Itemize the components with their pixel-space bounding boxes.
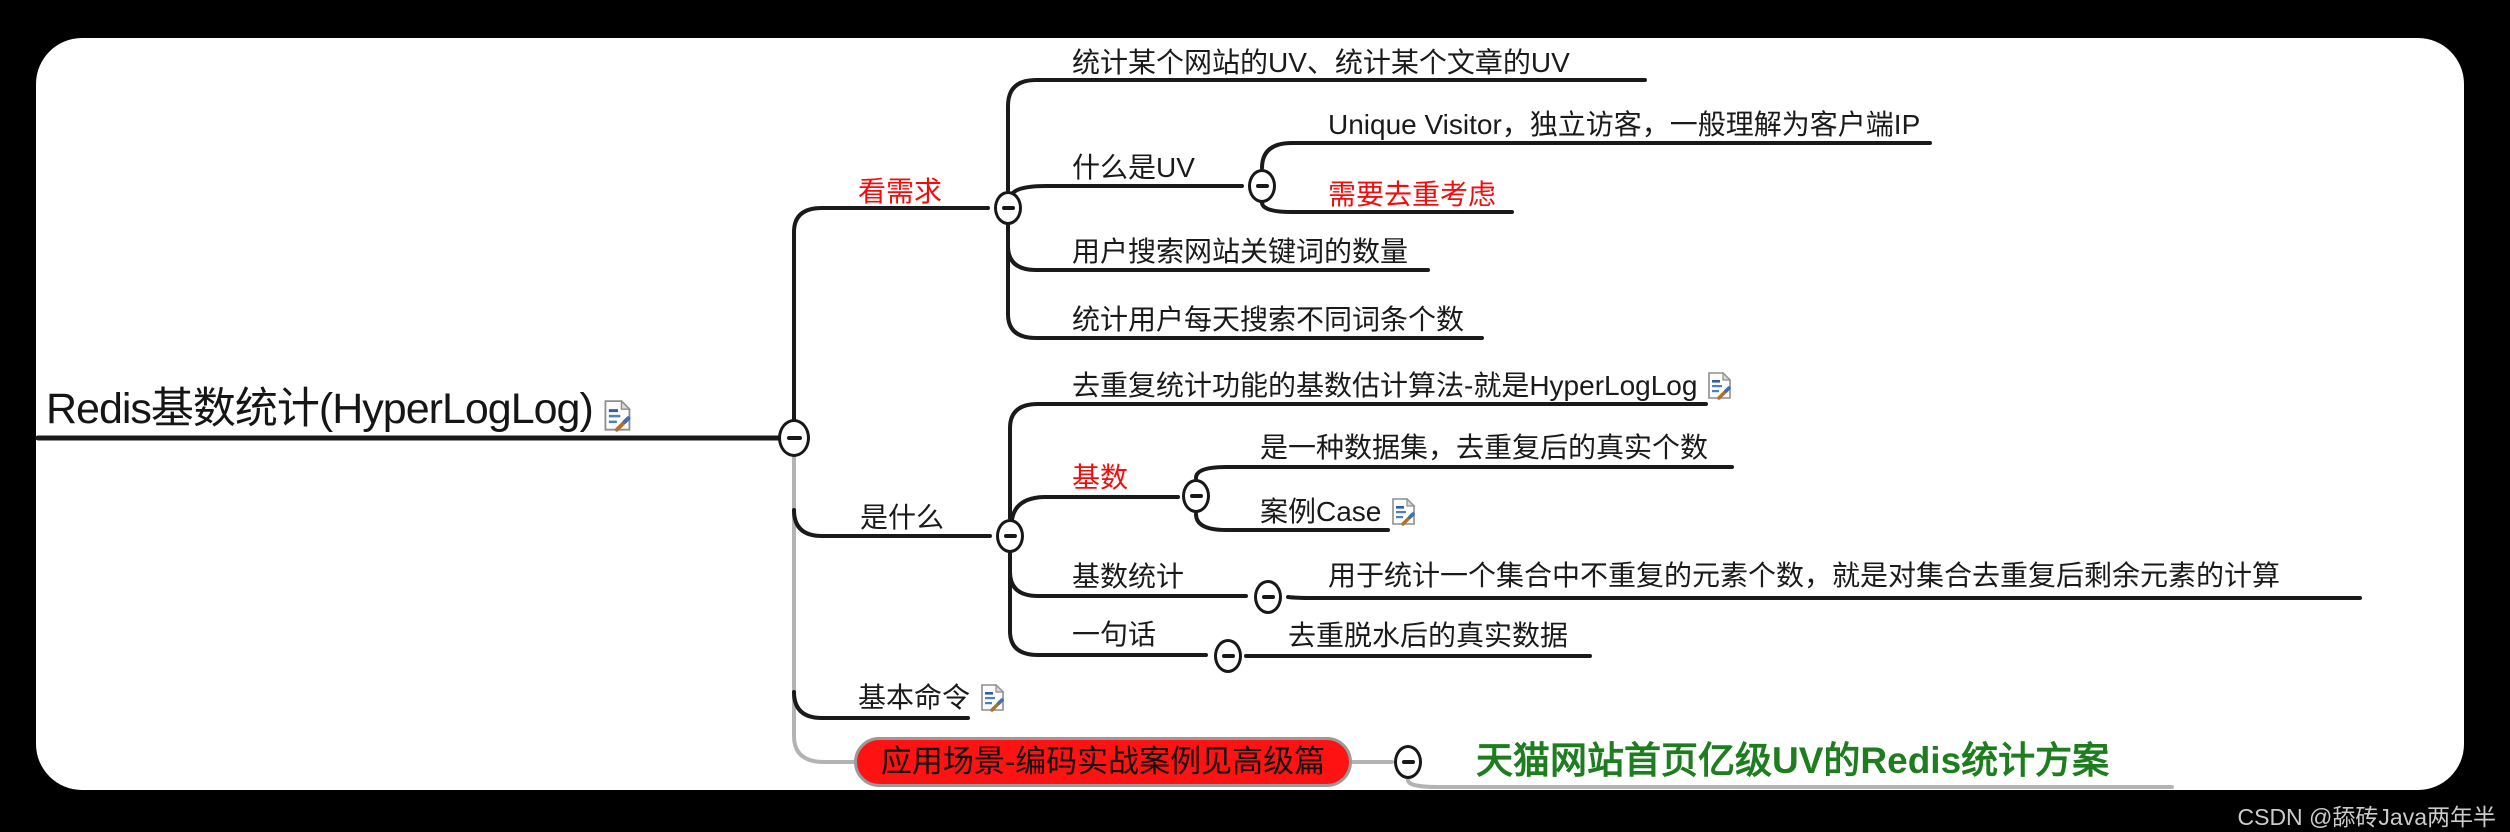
node-label: 一句话 (1072, 619, 1157, 650)
minus-icon (786, 436, 802, 440)
node-cardinality-stat-def[interactable]: 用于统计一个集合中不重复的元素个数，就是对集合去重复后剩余元素的计算 (1328, 560, 2280, 592)
node-what-is-uv[interactable]: 什么是UV (1072, 152, 1195, 184)
collapse-button-cardinality-stat[interactable] (1254, 580, 1282, 614)
note-icon[interactable] (1707, 371, 1733, 400)
collapse-button-one-sentence[interactable] (1214, 639, 1242, 673)
node-cardinality-stat[interactable]: 基数统计 (1072, 561, 1184, 593)
note-icon[interactable] (603, 394, 633, 432)
node-what-is-it[interactable]: 是什么 (860, 502, 944, 534)
node-case[interactable]: 案例Case (1260, 496, 1417, 528)
node-see-demand[interactable]: 看需求 (858, 176, 942, 208)
collapse-button-see-demand[interactable] (994, 191, 1022, 225)
collapse-button-what-is-it[interactable] (996, 519, 1024, 553)
node-dataset-def[interactable]: 是一种数据集，去重复后的真实个数 (1260, 432, 1708, 464)
node-search-keywords[interactable]: 用户搜索网站关键词的数量 (1072, 236, 1408, 268)
node-label: 天猫网站首页亿级UV的Redis统计方案 (1476, 740, 2110, 781)
node-one-sentence[interactable]: 一句话 (1072, 619, 1156, 651)
node-dedup-data[interactable]: 去重脱水后的真实数据 (1288, 620, 1568, 652)
node-dedup-consider[interactable]: 需要去重考虑 (1328, 179, 1496, 211)
node-label: 基数 (1072, 462, 1129, 493)
minus-icon (1003, 534, 1017, 538)
node-label: 去重复统计功能的基数估计算法-就是HyperLogLog (1072, 370, 1698, 401)
node-daily-terms[interactable]: 统计用户每天搜索不同词条个数 (1072, 304, 1464, 336)
node-label: 基本命令 (858, 682, 971, 713)
node-uv-website[interactable]: 统计某个网站的UV、统计某个文章的UV (1072, 47, 1570, 79)
node-label: 用户搜索网站关键词的数量 (1072, 236, 1409, 267)
node-app-scenario[interactable]: 应用场景-编码实战案例见高级篇 (854, 737, 1352, 787)
collapse-button-what-is-uv[interactable] (1248, 169, 1276, 203)
node-label: 什么是UV (1072, 152, 1195, 183)
node-tmall-uv-plan[interactable]: 天猫网站首页亿级UV的Redis统计方案 (1476, 740, 2109, 783)
node-label: 是一种数据集，去重复后的真实个数 (1260, 432, 1709, 463)
note-icon[interactable] (980, 683, 1006, 712)
node-label: 应用场景-编码实战案例见高级篇 (880, 744, 1326, 780)
minus-icon (1189, 494, 1203, 498)
csdn-watermark: CSDN @舔砖Java两年半 (2237, 804, 2497, 830)
root-label: Redis基数统计(HyperLogLog) (46, 385, 594, 433)
minus-icon (1261, 595, 1275, 599)
minus-icon (1401, 760, 1415, 764)
node-label: 去重脱水后的真实数据 (1288, 620, 1569, 651)
node-label: 统计用户每天搜索不同词条个数 (1072, 304, 1465, 335)
collapse-button-cardinality[interactable] (1182, 479, 1210, 513)
collapse-button-app-scenario[interactable] (1394, 745, 1422, 779)
minus-icon (1001, 206, 1015, 210)
node-label: 统计某个网站的UV、统计某个文章的UV (1072, 47, 1570, 78)
node-dedup-algorithm[interactable]: 去重复统计功能的基数估计算法-就是HyperLogLog (1072, 370, 1733, 402)
collapse-button-root[interactable] (778, 419, 810, 457)
node-root[interactable]: Redis基数统计(HyperLogLog) (46, 385, 633, 434)
node-label: 是什么 (860, 502, 945, 533)
node-label: Unique Visitor，独立访客，一般理解为客户端IP (1328, 109, 1921, 140)
note-icon[interactable] (1391, 497, 1417, 526)
node-label: 用于统计一个集合中不重复的元素个数，就是对集合去重复后剩余元素的计算 (1328, 560, 2281, 591)
node-basic-commands[interactable]: 基本命令 (858, 682, 1006, 714)
node-label: 需要去重考虑 (1328, 179, 1497, 210)
node-cardinality[interactable]: 基数 (1072, 462, 1128, 494)
minus-icon (1221, 654, 1235, 658)
node-label: 案例Case (1260, 496, 1382, 527)
node-unique-visitor[interactable]: Unique Visitor，独立访客，一般理解为客户端IP (1328, 109, 1920, 141)
node-label: 基数统计 (1072, 561, 1185, 592)
minus-icon (1255, 184, 1269, 188)
node-label: 看需求 (858, 176, 943, 207)
